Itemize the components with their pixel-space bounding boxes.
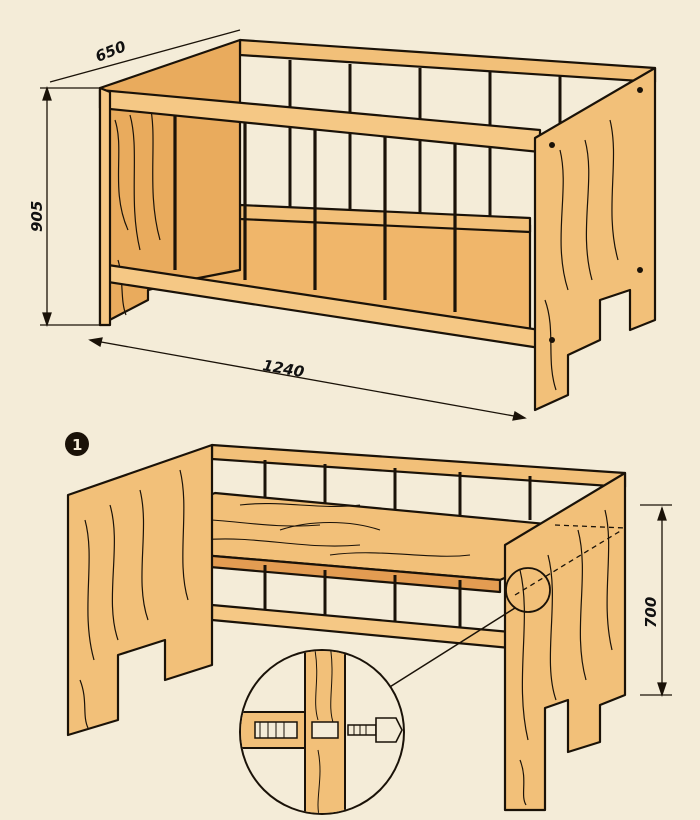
crib-assembled (98, 38, 657, 412)
crib-left-grain (114, 104, 161, 316)
crib-front-bars (173, 115, 457, 312)
figure-marker: 1 (65, 432, 89, 456)
bed-back-lower-bars (263, 565, 462, 628)
dimension-height-label: 905 (28, 201, 46, 232)
bed-left-panel (66, 443, 214, 737)
crib-back-bars (288, 60, 562, 230)
joint-highlight-circle (505, 567, 551, 613)
bolt-detail-inset (239, 649, 405, 815)
dimension-bed-height-label: 700 (642, 597, 660, 628)
bed-back-upper-bars (263, 460, 532, 520)
crib-right-panel (533, 66, 657, 412)
crib-right-bolts (549, 87, 643, 343)
crib-bed-config (66, 443, 627, 812)
dimension-length-label: 1240 (261, 356, 305, 381)
bolt-hidden-line (514, 529, 623, 596)
bed-dimension-lines (640, 504, 672, 698)
detail-bolt-head (375, 717, 403, 743)
crib-right-grain (544, 119, 619, 391)
detail-panel-hole (311, 721, 339, 739)
detail-leader-line (384, 607, 516, 691)
crib-back-rail (238, 38, 657, 84)
detail-bolt-shank (347, 724, 377, 736)
crib-dimension-lines (40, 29, 527, 421)
crib-front-left-leg (98, 86, 112, 327)
bed-back-top-rail (210, 443, 627, 489)
bolt-hidden-line-2 (554, 524, 626, 529)
figure-marker-number: 1 (72, 436, 82, 454)
bed-right-panel (503, 471, 627, 812)
bed-right-grain (519, 509, 613, 806)
bed-left-grain (79, 469, 189, 729)
bed-back-bottom-rail (210, 603, 512, 650)
